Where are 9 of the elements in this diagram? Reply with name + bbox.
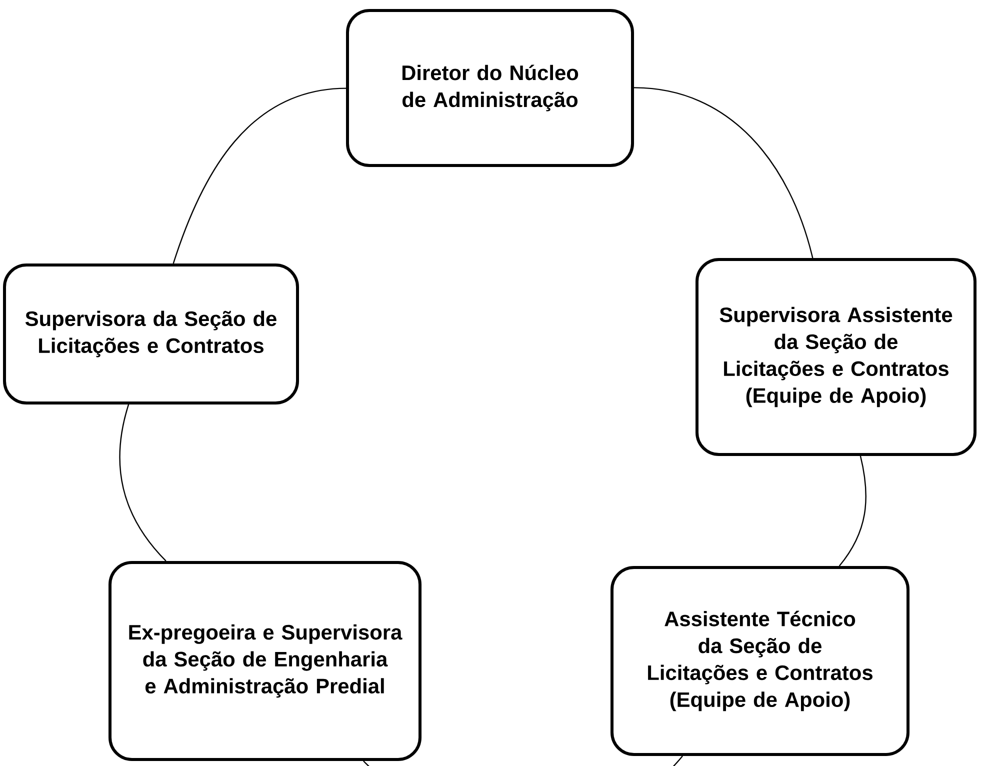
connector-arc <box>634 87 814 258</box>
role-box: Supervisora da Seção de Licitações e Contratos <box>3 263 299 404</box>
role-box: Supervisora Assistente da Seção de Licitações e Contratos (Equipe de Apoio) <box>696 258 976 456</box>
role-box: Diretor do Núcleo de Administração <box>346 9 634 167</box>
connector-arc <box>119 404 166 562</box>
role-box: Assistente Técnico da Seção de Licitações e Contratos (Equipe de Apoio) <box>610 566 910 756</box>
connector-arc <box>838 456 867 566</box>
role-box: Ex-pregoeira e Supervisora da Seção de Engenharia e Administração Predial <box>108 560 422 761</box>
connector-arc <box>172 88 346 264</box>
